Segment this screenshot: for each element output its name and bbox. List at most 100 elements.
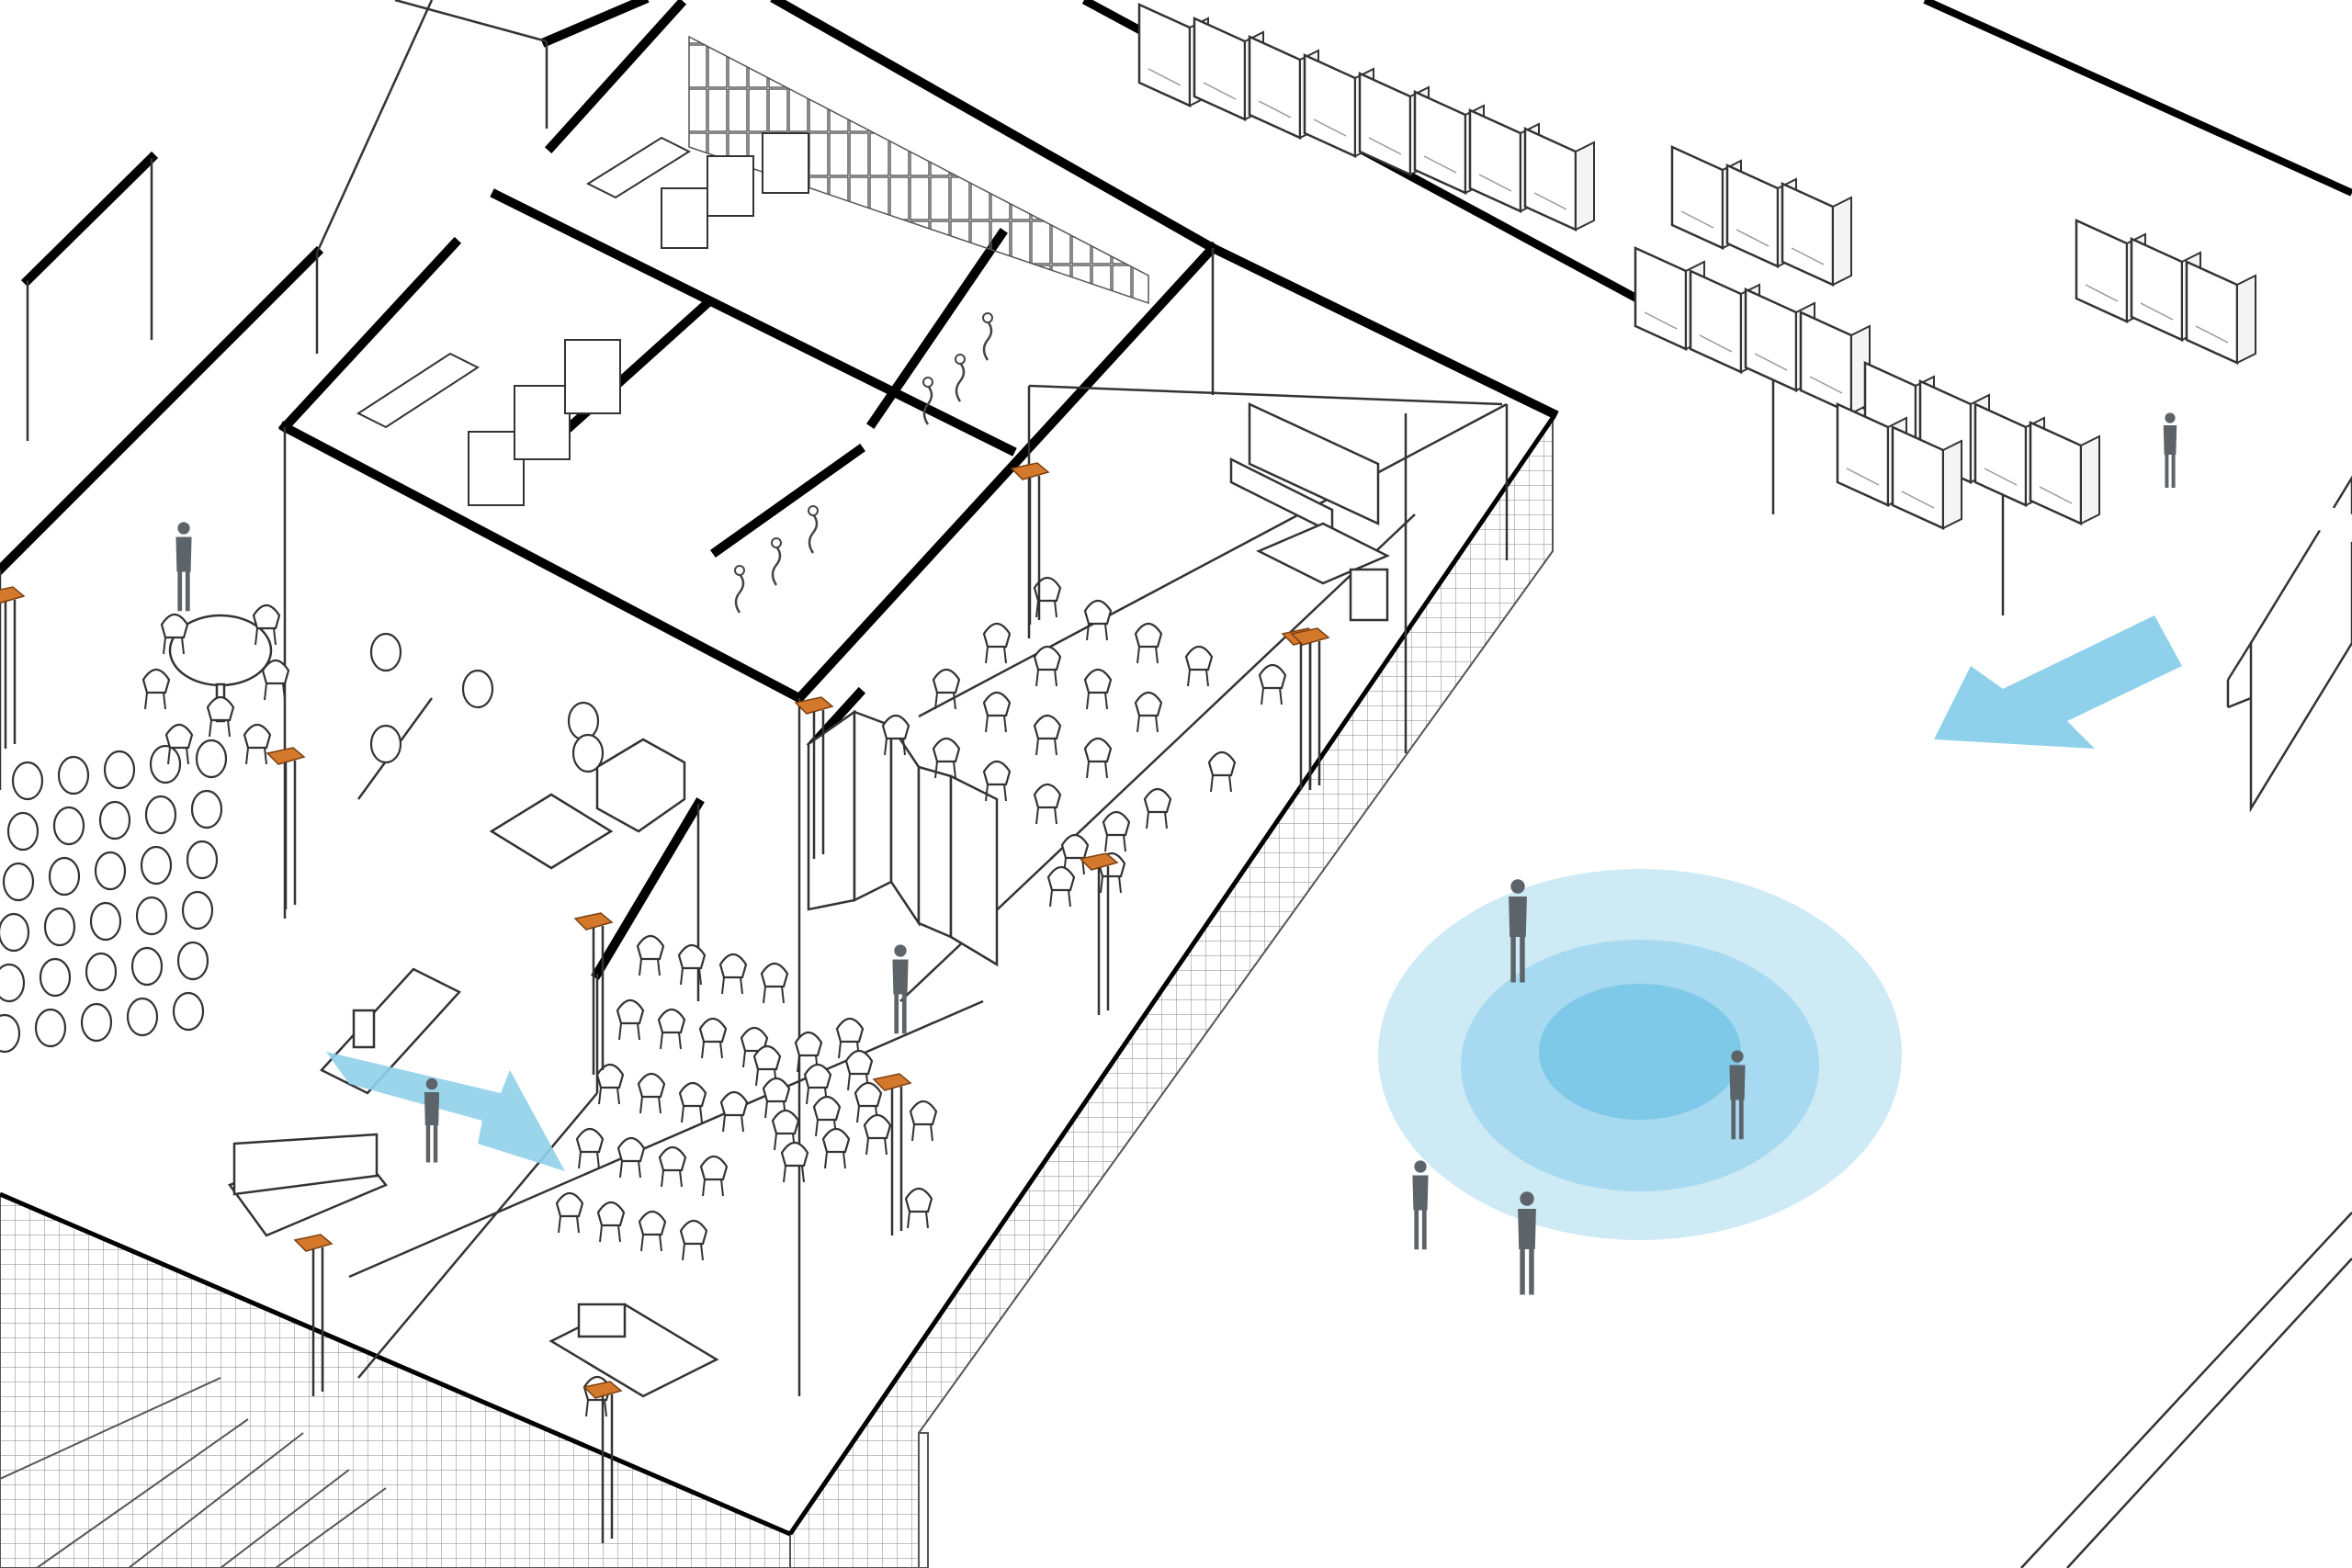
gathering-zone	[1378, 869, 1902, 1240]
stool-icon	[567, 701, 600, 741]
chair-icon	[595, 1063, 625, 1105]
chair-icon	[596, 1201, 626, 1243]
kiosk-right	[2226, 475, 2352, 813]
toilet-stall-icon	[1891, 425, 1962, 530]
chair-icon	[636, 934, 665, 976]
washroom-fixtures	[356, 132, 809, 506]
column-cap	[872, 1073, 912, 1235]
stool-icon	[0, 912, 30, 953]
chair-icon	[1207, 750, 1237, 793]
chair-icon	[575, 1127, 605, 1169]
chair-icon	[555, 1191, 584, 1234]
chair-icon	[1083, 668, 1113, 710]
chair-icon	[812, 1095, 842, 1137]
shower-icon	[982, 312, 993, 361]
stool-icon	[571, 733, 605, 773]
chair-icon	[243, 723, 272, 765]
chair-icon	[252, 604, 281, 646]
chair-icon	[1033, 645, 1062, 687]
chair-icon	[1083, 599, 1113, 641]
chair-icon	[1083, 737, 1113, 779]
chair-icon	[932, 737, 961, 779]
stool-icon	[369, 632, 402, 672]
toilet-stall-icon	[1799, 310, 1871, 415]
chair-icon	[141, 668, 171, 710]
chair-icon	[821, 1127, 851, 1169]
folding-partition	[807, 709, 999, 967]
column-cap	[1079, 852, 1119, 1015]
arrow-icon	[326, 1052, 565, 1171]
chair-icon	[637, 1072, 666, 1114]
stool-icon	[85, 952, 118, 992]
workstation-desk	[548, 1303, 719, 1398]
bench-counter	[228, 1133, 389, 1237]
shower-icon	[808, 505, 819, 554]
stool-icon	[43, 907, 76, 947]
person-icon	[1729, 1050, 1746, 1140]
chair-icon	[1102, 810, 1131, 852]
chair-icon	[261, 659, 290, 701]
person-icon	[1509, 879, 1527, 983]
stool-icon	[0, 1013, 21, 1054]
stool-icon	[103, 750, 136, 790]
chair-icon	[658, 1145, 687, 1188]
chair-icon	[932, 668, 961, 710]
stool-icon	[34, 1008, 67, 1048]
toilet-stall-icon	[1781, 182, 1852, 287]
person-icon	[424, 1077, 440, 1163]
shower-heads	[734, 312, 993, 614]
chair-icon	[1134, 622, 1163, 664]
stool-icon	[195, 739, 228, 779]
column-cap	[573, 912, 614, 1075]
column-cap	[293, 1234, 334, 1396]
person-group	[175, 412, 2177, 1295]
toilet-stall-icon	[2185, 260, 2256, 365]
toilet-stall-icon	[2029, 421, 2100, 525]
chair-icon	[160, 613, 189, 655]
stool-icon	[94, 851, 127, 891]
chair-icon	[780, 1141, 809, 1183]
chair-icon	[1033, 783, 1062, 825]
chair-icon	[616, 998, 645, 1041]
chair-icon	[863, 1113, 892, 1156]
slab-edge	[0, 416, 1555, 1537]
column-cap	[266, 747, 306, 909]
coffee-table	[489, 793, 614, 870]
stool-icon	[80, 1002, 113, 1043]
chair-icon	[616, 1136, 646, 1179]
chair-icon	[1134, 691, 1163, 733]
shower-icon	[922, 377, 933, 425]
stool-group	[0, 632, 605, 1054]
stool-icon	[144, 795, 177, 835]
display-screen	[1229, 402, 1390, 622]
chair-icon	[699, 1155, 729, 1197]
chair-icon	[1143, 787, 1172, 829]
shower-icon	[771, 537, 782, 586]
chair-icon	[679, 1219, 708, 1261]
stool-icon	[6, 811, 40, 852]
person-icon	[1412, 1160, 1429, 1250]
stool-icon	[186, 840, 219, 880]
stool-icon	[172, 991, 205, 1032]
person-icon	[2163, 412, 2177, 488]
shower-icon	[955, 354, 966, 402]
chair-icon	[904, 1187, 933, 1229]
chair-icon	[760, 962, 789, 1004]
toilet-stall-icon	[1523, 127, 1595, 231]
chair-icon	[1258, 663, 1287, 705]
shower-icon	[734, 565, 745, 614]
stool-icon	[2, 862, 35, 902]
stool-icon	[39, 957, 72, 998]
chair-icon	[1046, 865, 1076, 908]
column-cap	[0, 586, 26, 749]
arrow-icon	[1934, 615, 2182, 749]
stool-icon	[130, 946, 164, 987]
chair-icon	[762, 1077, 791, 1119]
chair-icon	[206, 695, 235, 738]
column-cap	[794, 696, 834, 859]
chair-icon	[638, 1210, 667, 1252]
stool-icon	[190, 789, 223, 829]
stool-icon	[181, 890, 214, 931]
lounge-sofa	[595, 738, 686, 833]
